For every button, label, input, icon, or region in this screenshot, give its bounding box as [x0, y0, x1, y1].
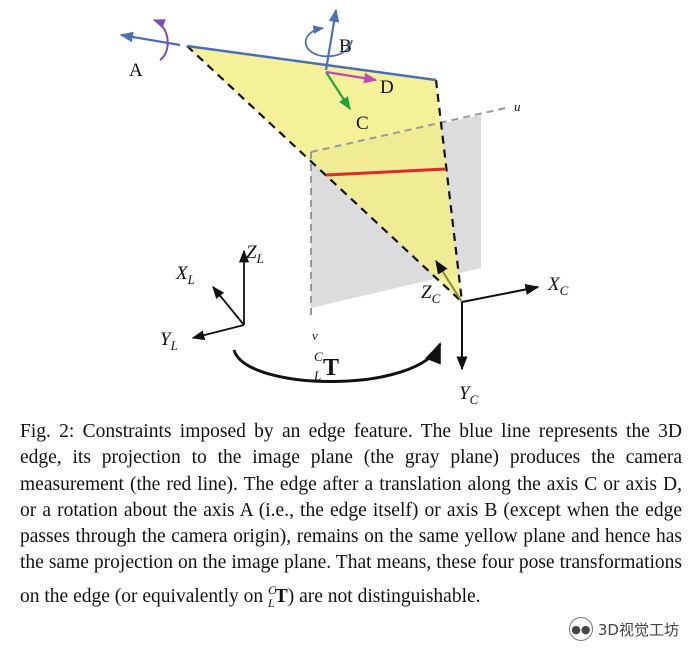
watermark-text: 3D视觉工坊 — [597, 620, 679, 639]
ray-right — [434, 79, 464, 303]
label-v: v — [312, 328, 318, 343]
ray-left — [186, 45, 463, 303]
u-axis — [310, 106, 511, 153]
axis-b-arrow — [324, 8, 340, 71]
measurement-line — [325, 167, 447, 177]
label-x-c: XC — [547, 274, 569, 298]
label-b: B — [339, 36, 352, 57]
label-y-l: YL — [160, 329, 178, 353]
label-c: C — [356, 113, 369, 134]
axis-a-arrow — [119, 31, 181, 47]
axis-c-arrow — [325, 71, 351, 111]
label-z-l: ZL — [246, 242, 264, 266]
label-a: A — [129, 60, 143, 81]
label-z-c: ZC — [421, 282, 441, 306]
label-x-l: XL — [175, 263, 195, 287]
transform-sub: L — [313, 368, 321, 383]
transform-sup: C — [314, 349, 323, 364]
transform-arc — [232, 342, 442, 383]
watermark: ●● 3D视觉工坊 — [568, 617, 679, 641]
caption-t-sub: L — [268, 595, 275, 610]
rotation-b-icon — [304, 25, 353, 58]
y-l-axis — [191, 324, 245, 341]
z-c-axis — [435, 259, 463, 303]
caption-t-sup: C — [268, 582, 277, 597]
x-c-axis — [461, 283, 540, 303]
label-y-c: YC — [459, 383, 479, 407]
edge-line — [186, 44, 437, 82]
transform-main: T — [323, 355, 339, 381]
caption-t-main: T — [274, 585, 288, 607]
x-l-axis — [212, 286, 245, 326]
label-d: D — [380, 77, 394, 98]
axis-d-arrow — [325, 70, 378, 84]
rotation-a-icon — [152, 19, 169, 61]
figure-caption: Fig. 2: Constraints imposed by an edge f… — [20, 421, 682, 610]
wechat-icon: ●● — [568, 617, 593, 641]
edge-constraint-figure: A B C D u v ZC XC YC ZL XL YL C L T — [119, 8, 569, 407]
label-u: u — [514, 99, 521, 114]
